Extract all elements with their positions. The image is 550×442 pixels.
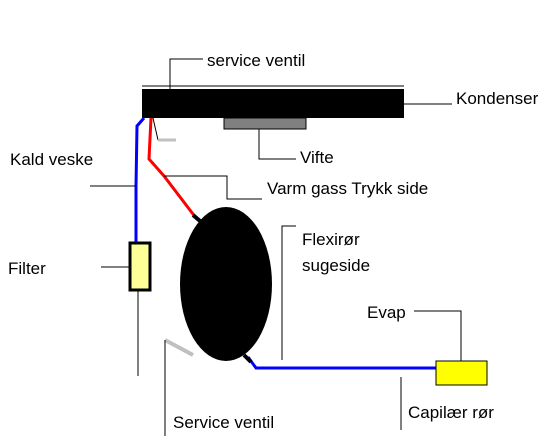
label-liquid-line: Kald veske — [10, 150, 93, 169]
label-capillary: Capilær rør — [408, 403, 494, 422]
label-flex-tube-line2: sugeside — [302, 256, 370, 275]
leader-hot-gas — [164, 175, 262, 200]
service-valve-top-stub — [152, 117, 159, 141]
label-flex-tube-line1: Flexirør — [302, 230, 360, 249]
evaporator — [435, 360, 488, 386]
label-condenser: Kondenser — [456, 89, 539, 108]
service-valve-bottom — [164, 338, 194, 357]
filter — [128, 241, 152, 292]
label-filter: Filter — [8, 259, 46, 278]
leader-fan — [258, 129, 296, 160]
liquid-line — [134, 117, 146, 246]
label-evaporator: Evap — [367, 303, 406, 322]
label-hot-gas: Varm gass Trykk side — [267, 179, 428, 198]
compressor — [180, 207, 272, 361]
leader-evaporator — [414, 310, 462, 361]
fan — [223, 117, 307, 130]
label-service-valve-bottom: Service ventil — [173, 413, 274, 432]
condenser — [142, 89, 404, 118]
compressor-suction-stub — [242, 353, 253, 364]
label-fan: Vifte — [300, 148, 334, 167]
suction-line — [246, 356, 436, 370]
leader-service-valve-top — [169, 58, 203, 89]
label-service-valve-top: service ventil — [207, 51, 305, 70]
leader-flex-tube — [281, 225, 296, 360]
compressor-discharge-stub — [191, 213, 202, 223]
hot-gas-line — [147, 117, 198, 219]
